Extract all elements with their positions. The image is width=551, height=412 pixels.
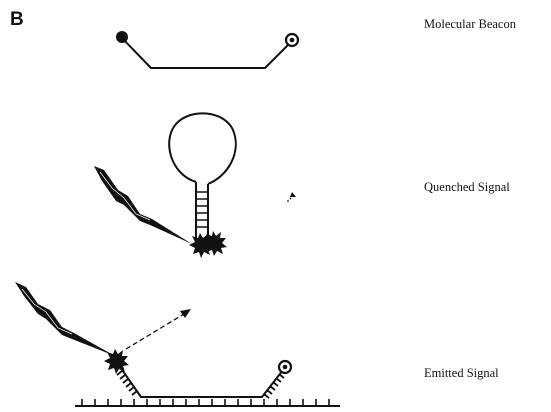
hybridized-probe bbox=[15, 282, 340, 406]
hairpin-loop bbox=[169, 113, 236, 184]
beacon-strand bbox=[118, 364, 283, 397]
molecular-beacon-label: Molecular Beacon bbox=[424, 18, 516, 31]
faint-signal-icon bbox=[287, 192, 296, 202]
emitted-signal-label: Emitted Signal bbox=[424, 367, 499, 380]
quencher-icon bbox=[286, 34, 298, 46]
emission-signal-icon bbox=[126, 309, 191, 349]
fluorophore-icon bbox=[116, 31, 128, 43]
hairpin-probe bbox=[94, 113, 296, 258]
excitation-light-icon bbox=[15, 282, 115, 356]
stem-base-pairs bbox=[196, 192, 208, 227]
fluorophore-burst-icon bbox=[104, 349, 129, 374]
beacon-probe bbox=[116, 31, 298, 68]
probe-hybridization-ticks bbox=[117, 371, 284, 398]
quencher-icon bbox=[279, 361, 291, 373]
beacon-strand bbox=[122, 38, 292, 68]
quenched-signal-label: Quenched Signal bbox=[424, 181, 510, 194]
target-strand-icon bbox=[75, 399, 340, 406]
excitation-light-icon bbox=[94, 166, 192, 244]
panel-letter: B bbox=[10, 10, 24, 29]
